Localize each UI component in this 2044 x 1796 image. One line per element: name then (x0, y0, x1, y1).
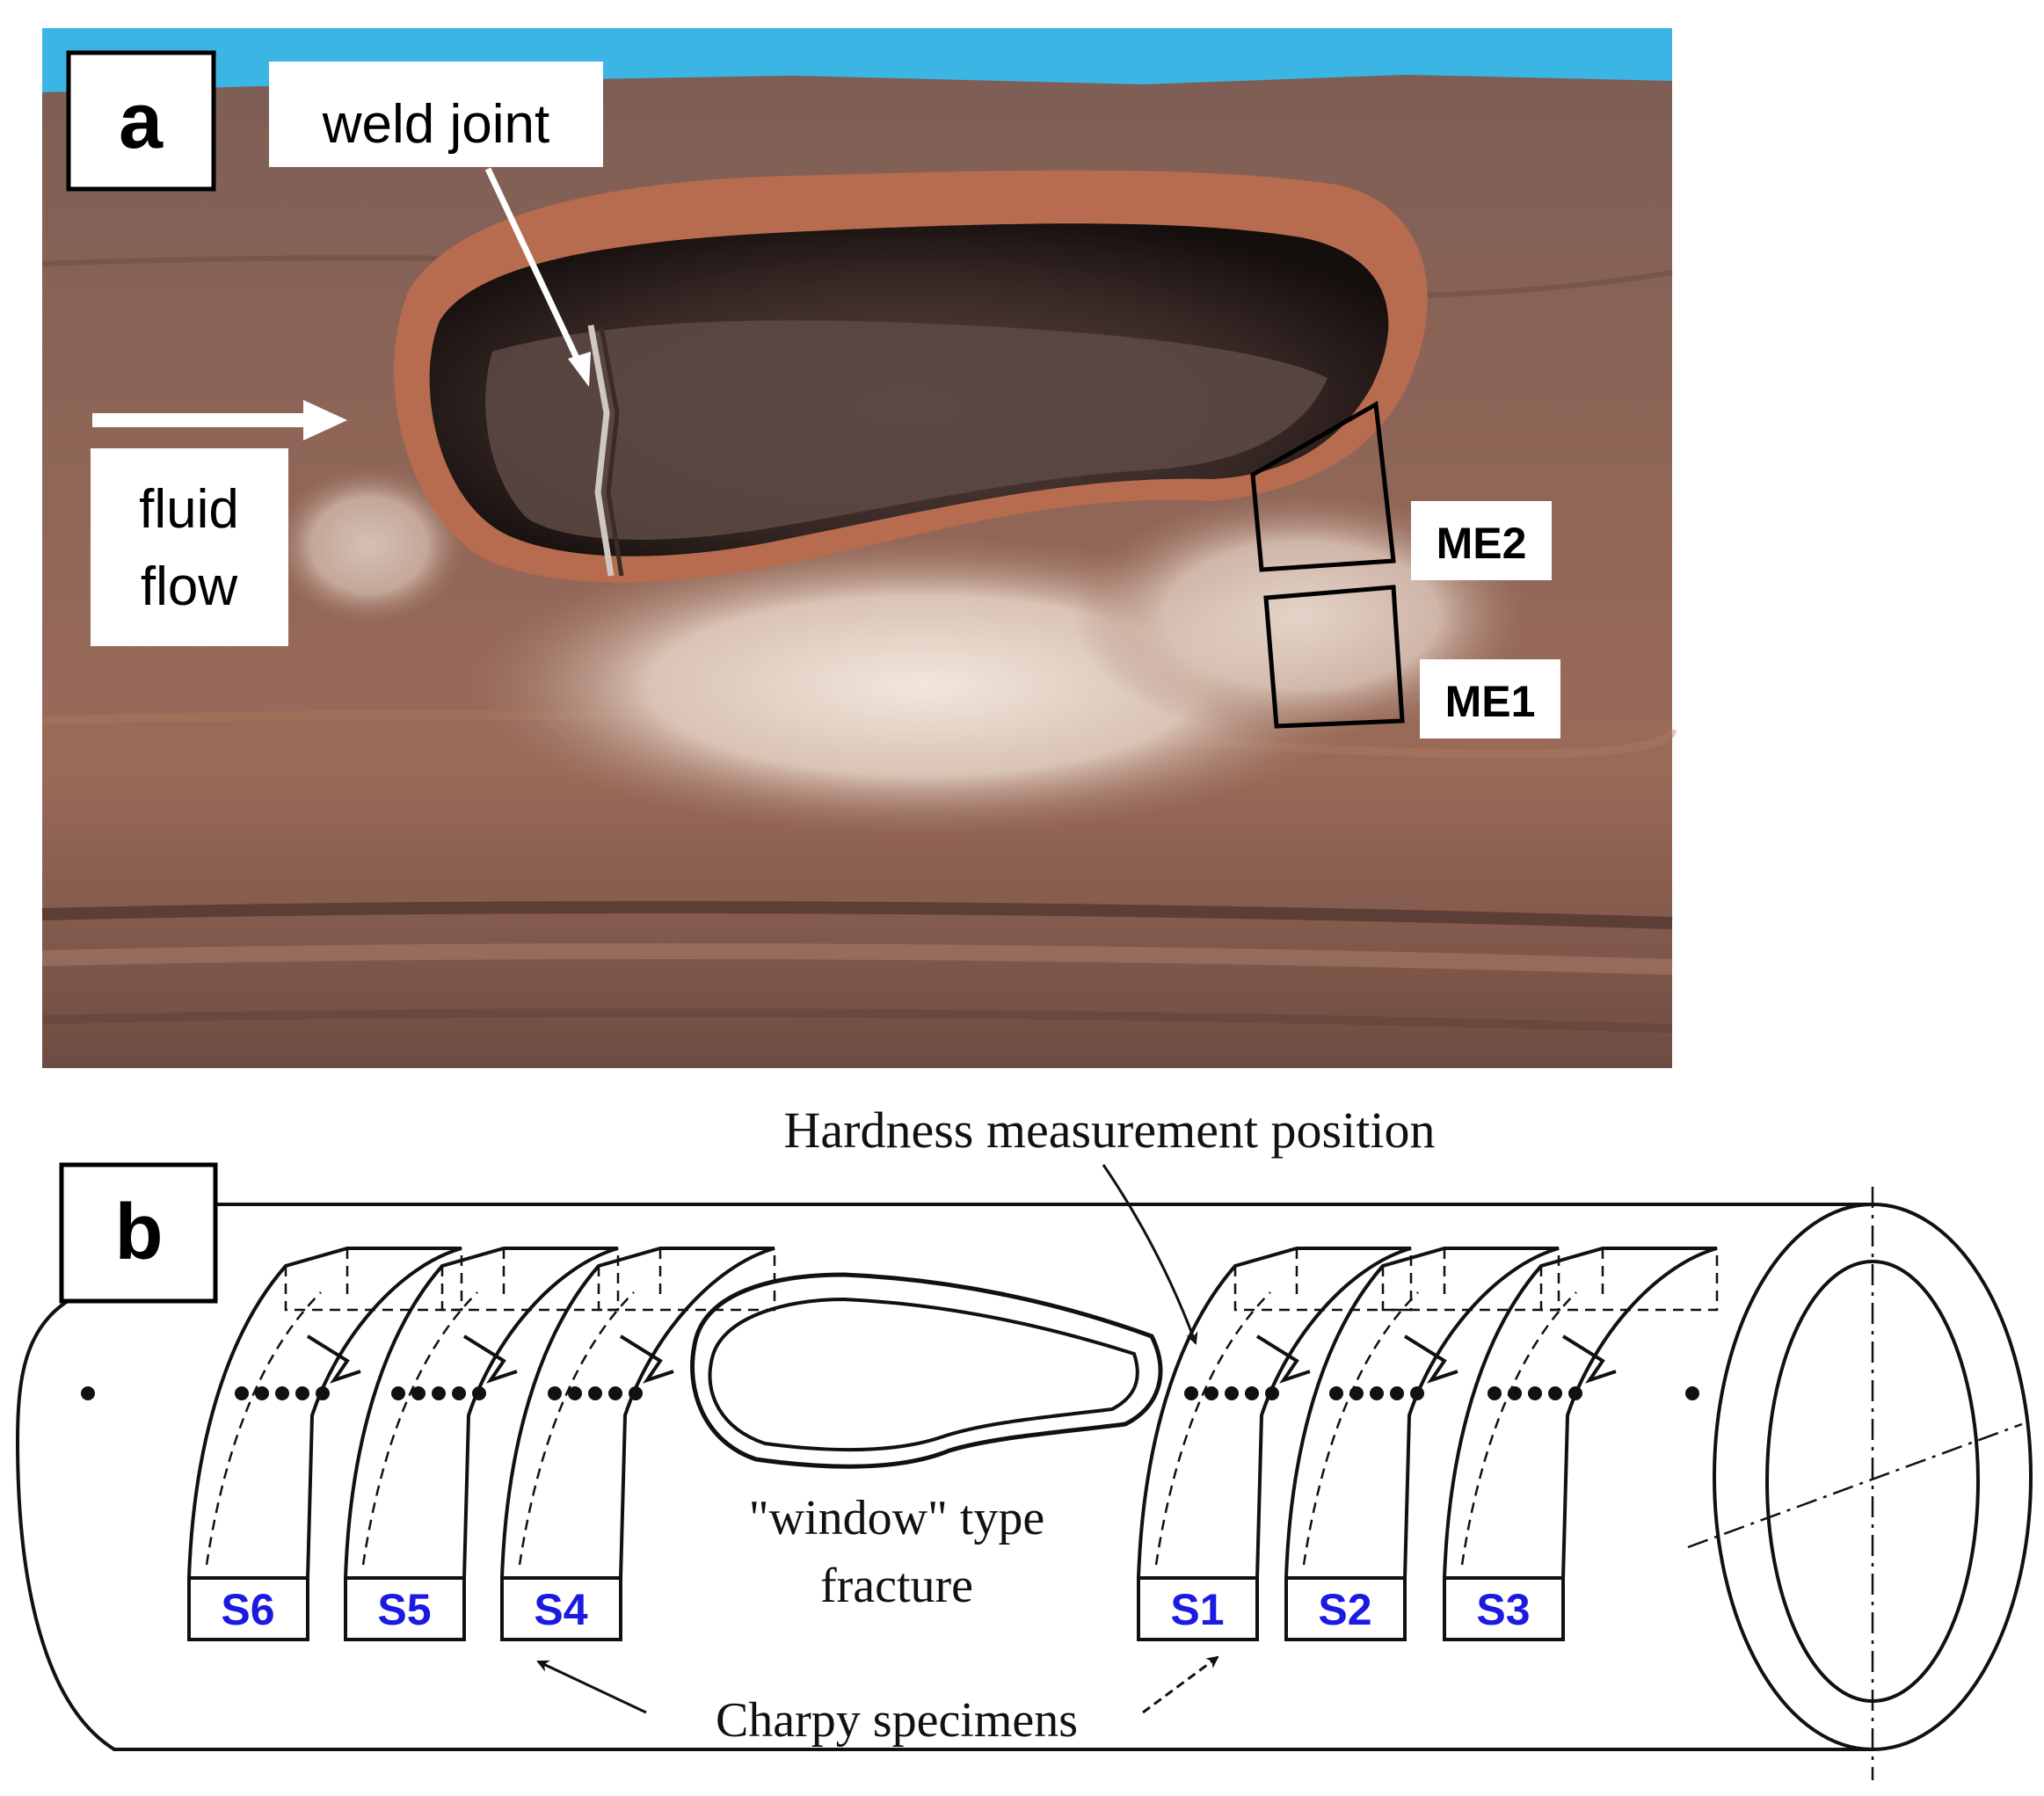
charpy-specimens-label: Charpy specimens (716, 1693, 1078, 1748)
hardness-dot (391, 1386, 405, 1400)
weld-joint-arrow (484, 167, 586, 371)
hardness-dot (548, 1386, 562, 1400)
panel-b-diagram (15, 1187, 2033, 1780)
specimen-label-s1: S1 (1170, 1585, 1224, 1634)
hardness-measurement-label: Hardness measurement position (784, 1102, 1436, 1159)
me1-label: ME1 (1445, 677, 1536, 726)
charpy-arrow-left (536, 1660, 647, 1714)
hardness-dot (452, 1386, 466, 1400)
specimen-label-s4: S4 (534, 1585, 587, 1634)
hardness-dot (1184, 1386, 1198, 1400)
specimen-s1 (1137, 1247, 1413, 1641)
hardness-dot (1685, 1386, 1699, 1400)
weld-seam (587, 324, 615, 577)
specimen-label-s3: S3 (1476, 1585, 1530, 1634)
specimen-label-s2: S2 (1318, 1585, 1371, 1634)
hardness-dot (472, 1386, 486, 1400)
hardness-dot (275, 1386, 289, 1400)
fracture-label-line2: fracture (820, 1559, 973, 1613)
window-fracture-inner-outline (708, 1297, 1139, 1452)
hardness-dot (411, 1386, 426, 1400)
specimen-label-s5: S5 (377, 1585, 431, 1634)
panel-a-letter-box (66, 50, 216, 192)
specimen-label-box (187, 1576, 309, 1641)
specimen-label-box (1443, 1576, 1565, 1641)
hardness-dot (1225, 1386, 1239, 1400)
hardness-dot (81, 1386, 95, 1400)
hardness-dot (1568, 1386, 1582, 1400)
hardness-dot (255, 1386, 269, 1400)
charpy-arrow-right (1142, 1655, 1219, 1714)
hardness-dot (316, 1386, 330, 1400)
panel-b-letter: b (115, 1189, 164, 1276)
specimen-s4 (500, 1247, 776, 1641)
specimen-label-box (500, 1576, 622, 1641)
hardness-dot (1204, 1386, 1218, 1400)
me2-region-box (1250, 400, 1396, 572)
me1-region-box (1263, 585, 1405, 729)
window-fracture-outline (690, 1272, 1163, 1469)
pipe-axis-diagonal (1687, 1422, 2023, 1549)
fracture-label-line1: "window" type (749, 1491, 1045, 1545)
hardness-arrow (1102, 1164, 1198, 1345)
hardness-dot (629, 1386, 643, 1400)
hardness-dot (295, 1386, 309, 1400)
hardness-dot (1488, 1386, 1502, 1400)
panel-a-letter: a (119, 77, 164, 165)
weld-joint-label: weld joint (322, 94, 549, 155)
hardness-dot (235, 1386, 249, 1400)
hardness-dot (432, 1386, 446, 1400)
fluid-flow-label-box (91, 448, 288, 646)
charpy-specimens (187, 1247, 1719, 1641)
panel-b-letter-box (59, 1162, 218, 1304)
hardness-dots (81, 1386, 1699, 1400)
specimen-s5 (344, 1247, 620, 1641)
hardness-dot (1390, 1386, 1404, 1400)
me1-label-box (1420, 659, 1560, 738)
hardness-dot (588, 1386, 602, 1400)
hardness-dot (1329, 1386, 1343, 1400)
me2-label: ME2 (1437, 519, 1527, 568)
hardness-dot (1265, 1386, 1279, 1400)
hardness-dot (568, 1386, 582, 1400)
hardness-dot (1410, 1386, 1424, 1400)
weld-joint-label-box (269, 62, 603, 167)
fluid-flow-label-line2: flow (141, 556, 237, 617)
fluid-flow-label-line1: fluid (139, 479, 239, 540)
me2-label-box (1411, 501, 1552, 580)
hardness-dot (1245, 1386, 1259, 1400)
specimen-s2 (1284, 1247, 1560, 1641)
hardness-dot (608, 1386, 622, 1400)
specimen-s3 (1443, 1247, 1719, 1641)
specimen-s6 (187, 1247, 463, 1641)
pipe-body-outline (15, 1291, 1873, 1751)
hardness-dot (1528, 1386, 1542, 1400)
hardness-dot (1508, 1386, 1522, 1400)
specimen-label-s6: S6 (221, 1585, 274, 1634)
panel-a-photo: a weld joint fluid flow ME2 ME1 (41, 28, 1677, 1068)
hardness-dot (1370, 1386, 1384, 1400)
hardness-dot (1548, 1386, 1562, 1400)
hardness-dot (1349, 1386, 1364, 1400)
